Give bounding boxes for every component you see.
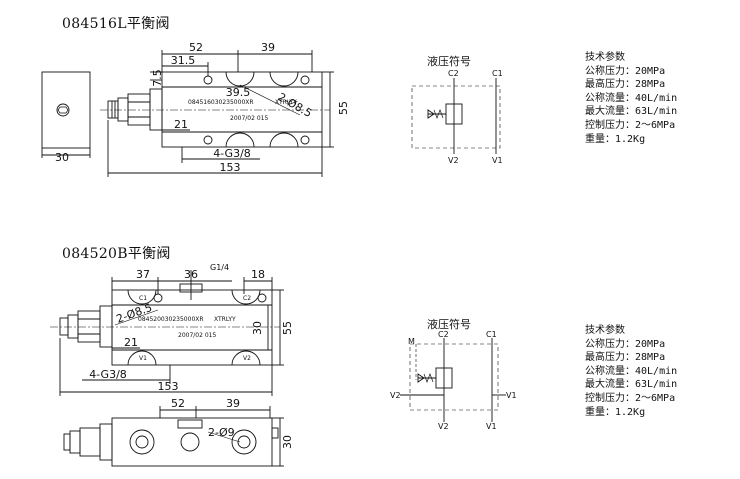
valve2-spec-row: 重量：1.2Kg: [585, 406, 646, 418]
valve2-dim-hole9: 2-Ø9: [208, 426, 235, 439]
valve1-port-c2: C2: [448, 69, 459, 78]
valve2-port-v1: V1: [486, 422, 497, 430]
valve2-spec-row: 控制压力：2～6MPa: [585, 392, 676, 404]
valve1-spec-row: 最大流量：63L/min: [585, 106, 678, 118]
valve1-specs: 技术参数 公称压力：20MPa 最高压力：28MPa 公称流量：40L/min …: [585, 51, 677, 146]
valve2-dim-30: 30: [251, 321, 264, 335]
valve2-dim-g14: G1/4: [210, 263, 229, 272]
valve2-dim-37: 37: [136, 268, 150, 281]
valve1-title: 084516L平衡阀: [62, 16, 170, 32]
valve2-port-c1: C1: [486, 330, 497, 339]
valve1-dim-30: 30: [55, 151, 69, 164]
valve2-dim-thread: 4-G3/8: [89, 368, 127, 381]
valve1-side-view: [41, 71, 91, 149]
valve2-dim-39: 39: [226, 397, 240, 410]
valve2-dim-21: 21: [124, 336, 138, 349]
valve2-engraving-serial: 084520030235000XR: [138, 316, 204, 323]
valve1-dim-31-5: 31.5: [171, 54, 196, 67]
valve1-dim-153: 153: [220, 161, 241, 174]
valve1-dim-7-5: 7.5: [151, 69, 164, 87]
valve1-port-v2: V2: [448, 156, 459, 165]
valve2-dim-30-bottom: 30: [281, 435, 294, 449]
valve1-side-port: [56, 103, 70, 117]
valve1-port-c1: C1: [492, 69, 503, 78]
valve1-spec-row: 公称压力：20MPa: [585, 65, 666, 77]
valve2-spec-row: 最高压力：28MPa: [585, 352, 666, 364]
valve1-engraving-date: 2007/02 015: [230, 115, 268, 122]
valve2-spec-row: 公称流量：40L/min: [585, 365, 678, 377]
valve1-spec-row: 重量：1.2Kg: [585, 133, 646, 145]
valve2-mark-v2: V2: [243, 355, 251, 362]
valve2-port-v1-side: V1: [506, 391, 517, 400]
valve2-spec-row: 最大流量：63L/min: [585, 379, 678, 391]
valve1-dim-52: 52: [189, 41, 203, 54]
valve2-specs-heading: 技术参数: [585, 325, 625, 336]
valve1-specs-heading: 技术参数: [585, 52, 625, 63]
valve1-hydraulic-symbol: C2 C1 V2 V1: [411, 69, 503, 165]
valve1-engraving-serial: 084516030235000XR: [188, 99, 254, 106]
valve2-dim-153: 153: [158, 380, 179, 393]
valve2-dim-52: 52: [171, 397, 185, 410]
valve2-spec-row: 公称压力：20MPa: [585, 338, 666, 350]
valve2-port-m: M: [408, 337, 415, 346]
valve2-mark-c1: C1: [139, 295, 147, 302]
valve1-dim-39-5: 39.5: [226, 86, 251, 99]
valve1-dim-55: 55: [337, 101, 350, 115]
valve2-specs: 技术参数 公称压力：20MPa 最高压力：28MPa 公称流量：40L/min …: [585, 324, 677, 419]
valve2-engraving-date: 2007/02 015: [178, 332, 216, 339]
valve1-symbol-title: 液压符号: [427, 55, 471, 68]
valve2-port-v2-side: V2: [390, 391, 401, 400]
valve2-mark-c2: C2: [243, 295, 251, 302]
valve2-title: 084520B平衡阀: [62, 246, 171, 262]
valve1-spec-row: 最高压力：28MPa: [585, 79, 666, 91]
valve2-symbol-title: 液压符号: [427, 318, 471, 331]
valve2-hydraulic-symbol: M C2 C1 V2 V1 V2 V1: [390, 330, 517, 430]
valve1-spec-row: 公称流量：40L/min: [585, 92, 678, 104]
valve1-dim-thread: 4-G3/8: [213, 147, 251, 160]
valve1-dim-21: 21: [174, 118, 188, 131]
valve2-mark-v1: V1: [139, 355, 147, 362]
valve1-dim-39: 39: [261, 41, 275, 54]
valve1-engraving-brand: XTRLYY: [275, 99, 297, 106]
valve2-dim-55: 55: [281, 321, 294, 335]
valve2-port-c2: C2: [438, 330, 449, 339]
valve1-spec-row: 控制压力：2～6MPa: [585, 119, 676, 131]
valve2-dim-36: 36: [184, 268, 198, 281]
valve1-port-v1: V1: [492, 156, 503, 165]
valve2-dim-18: 18: [251, 268, 265, 281]
valve2-port-v2: V2: [438, 422, 449, 430]
valve2-engraving-brand: XTRLYY: [214, 316, 236, 323]
